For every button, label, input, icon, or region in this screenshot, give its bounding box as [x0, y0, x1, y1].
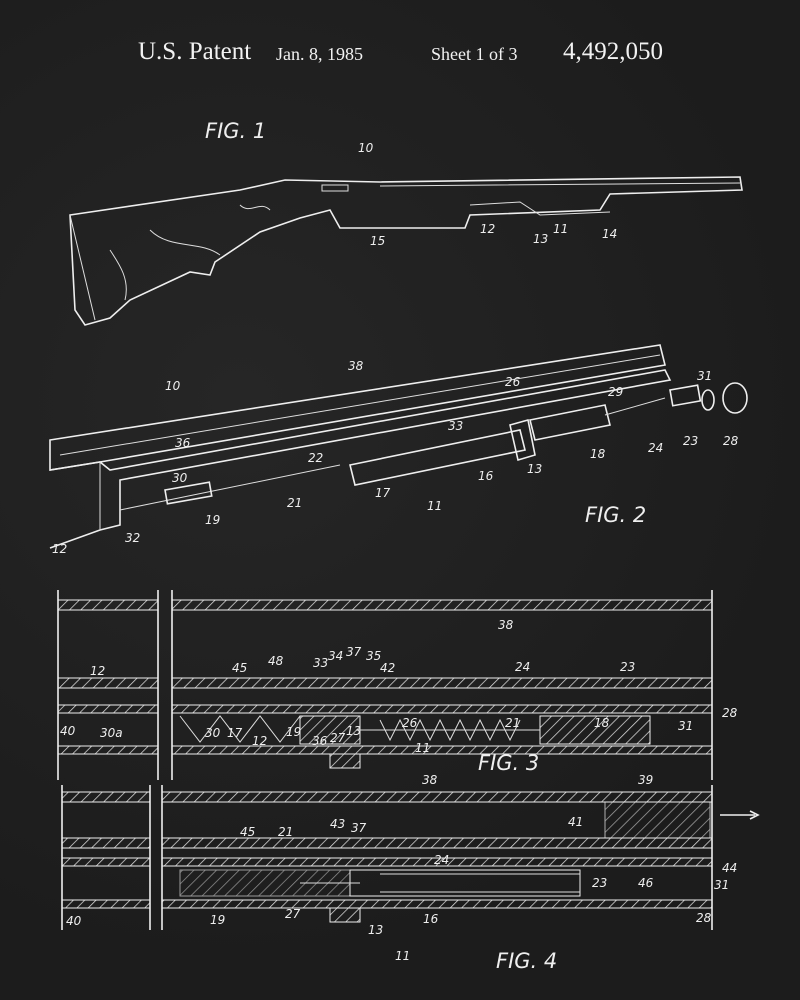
sheet-number: Sheet 1 of 3	[431, 44, 518, 64]
ref-numeral: 26	[505, 375, 521, 389]
ref-numeral: 33	[313, 656, 328, 670]
ref-numeral: 26	[402, 716, 418, 730]
ref-numeral: 31	[678, 719, 693, 733]
patent-title: U.S. Patent	[138, 38, 252, 65]
ref-numeral: 11	[395, 949, 410, 963]
ref-numeral: 30a	[100, 726, 123, 740]
ref-numeral: 11	[415, 741, 430, 755]
ref-numeral: 40	[66, 914, 82, 928]
ref-numeral: 16	[478, 469, 494, 483]
ref-numeral: 23	[592, 876, 607, 890]
ref-numeral: 45	[240, 825, 255, 839]
ref-numeral: 33	[448, 419, 463, 433]
fig3-cross-section	[57, 590, 713, 780]
ref-numeral: 23	[620, 660, 635, 674]
patent-number: 4,492,050	[563, 38, 663, 65]
ref-numeral: 17	[375, 486, 391, 500]
ref-numeral: 19	[210, 913, 225, 927]
ref-numeral: 22	[308, 451, 323, 465]
ref-numeral: 19	[286, 725, 301, 739]
ref-numeral: 38	[422, 773, 438, 787]
ref-numeral: 41	[568, 815, 583, 829]
ref-numeral: 30	[205, 726, 221, 740]
ref-numeral: 24	[648, 441, 663, 455]
ref-numeral: 11	[553, 222, 568, 236]
ref-numeral: 31	[697, 369, 712, 383]
ref-numeral: 34	[328, 649, 343, 663]
ref-numeral: 36	[175, 436, 191, 450]
ref-numeral: 45	[232, 661, 247, 675]
ref-numeral: 40	[60, 724, 76, 738]
ref-numeral: 17	[227, 726, 243, 740]
fig4-label: FIG. 4	[496, 949, 557, 973]
ref-numeral: 48	[268, 654, 284, 668]
ref-numeral: 12	[90, 664, 105, 678]
ref-numeral: 43	[330, 817, 345, 831]
ref-numeral: 38	[498, 618, 514, 632]
ref-numeral: 21	[287, 496, 302, 510]
ref-numeral: 19	[205, 513, 220, 527]
ref-numeral: 18	[590, 447, 606, 461]
ref-numeral: 35	[366, 649, 381, 663]
fig2-exploded-view	[49, 344, 748, 549]
ref-numeral: 30	[172, 471, 188, 485]
ref-numeral: 14	[602, 227, 617, 241]
ref-numeral: 13	[346, 724, 361, 738]
ref-numeral: 28	[722, 706, 738, 720]
ref-numeral: 12	[52, 542, 67, 556]
ref-numeral: 36	[312, 734, 328, 748]
ref-numeral: 23	[683, 434, 698, 448]
ref-numeral: 13	[527, 462, 542, 476]
fig1-label: FIG. 1	[205, 119, 266, 143]
ref-numeral: 46	[638, 876, 654, 890]
ref-numeral: 38	[348, 359, 364, 373]
fig4-cross-section	[61, 785, 760, 930]
ref-numeral: 18	[594, 716, 610, 730]
ref-numeral: 24	[434, 853, 449, 867]
ref-numeral: 27	[285, 907, 301, 921]
ref-numeral: 21	[505, 716, 520, 730]
ref-numeral: 28	[723, 434, 739, 448]
ref-numeral: 13	[368, 923, 383, 937]
ref-numeral: 10	[165, 379, 181, 393]
ref-numeral: 31	[714, 878, 729, 892]
ref-numeral: 24	[515, 660, 530, 674]
ref-numeral: 32	[125, 531, 140, 545]
ref-numeral: 16	[423, 912, 439, 926]
ref-numeral: 12	[480, 222, 495, 236]
ref-numeral: 12	[252, 734, 267, 748]
fig1-shotgun	[69, 176, 743, 326]
ref-numeral: 37	[346, 645, 362, 659]
fig2-label: FIG. 2	[585, 503, 646, 527]
fig3-label: FIG. 3	[478, 751, 539, 775]
ref-numeral: 10	[358, 141, 374, 155]
ref-numeral: 39	[638, 773, 653, 787]
ref-numeral: 37	[351, 821, 367, 835]
ref-numeral: 21	[278, 825, 293, 839]
ref-numeral: 11	[427, 499, 442, 513]
ref-numeral: 42	[380, 661, 395, 675]
ref-numeral: 44	[722, 861, 737, 875]
patent-date: Jan. 8, 1985	[276, 44, 363, 64]
ref-numeral: 29	[608, 385, 623, 399]
ref-numeral: 27	[330, 731, 346, 745]
ref-numeral: 13	[533, 232, 548, 246]
ref-numeral: 28	[696, 911, 712, 925]
ref-numeral: 15	[370, 234, 385, 248]
